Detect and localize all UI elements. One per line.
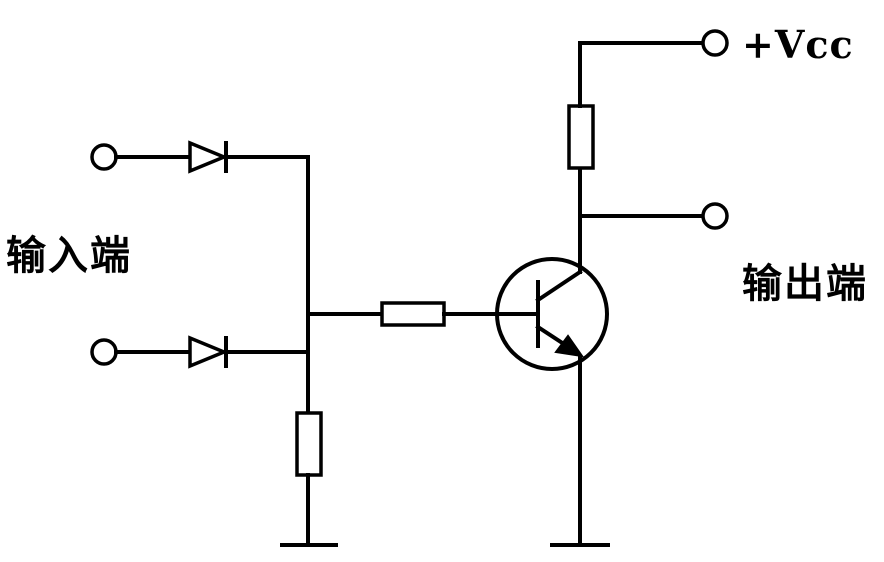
diode-1 <box>188 140 229 174</box>
vcc-terminal <box>701 29 729 57</box>
vcc-label: +Vcc <box>742 22 854 67</box>
input-terminal-1 <box>90 143 118 171</box>
input-label: 输入端 <box>6 233 132 279</box>
collector-resistor <box>567 104 595 170</box>
base-resistor <box>380 301 446 327</box>
output-label: 输出端 <box>742 261 868 307</box>
output-terminal <box>701 202 729 230</box>
pull-down-resistor <box>295 411 323 477</box>
diode-2 <box>188 335 229 369</box>
input-terminal-2 <box>90 338 118 366</box>
npn-transistor <box>495 257 609 371</box>
